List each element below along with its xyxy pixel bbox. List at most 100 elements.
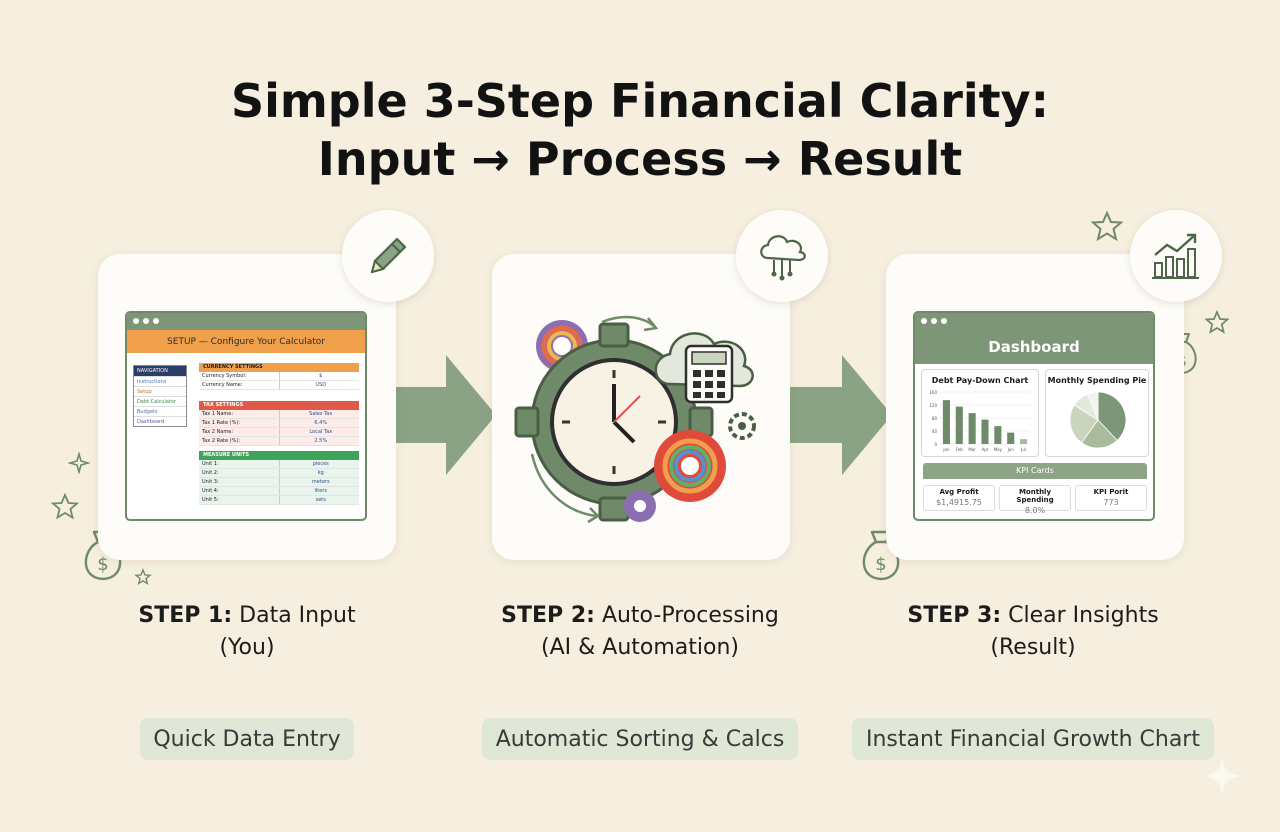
y-tick-label: 120 bbox=[929, 403, 937, 408]
row-value[interactable]: USD bbox=[278, 381, 360, 389]
kpi-value: 8.0% bbox=[1024, 506, 1046, 515]
step3-pill: Instant Financial Growth Chart bbox=[852, 718, 1214, 760]
kpi-label: KPI Porit bbox=[1093, 488, 1129, 496]
bar bbox=[981, 419, 989, 444]
kpi-label: Monthly Spending bbox=[1016, 488, 1054, 504]
setup-window: SETUP — Configure Your Calculator NAVIGA… bbox=[125, 311, 367, 521]
table-row: Tax 2 Rate (%): 2.5% bbox=[199, 437, 359, 446]
step2-label-sub: (AI & Automation) bbox=[541, 635, 739, 660]
row-label: Unit 2: bbox=[202, 470, 219, 476]
table-row: Unit 4: liters bbox=[199, 487, 359, 496]
x-tick-label: Jun bbox=[1007, 447, 1015, 452]
kpi-header: KPI Cards bbox=[923, 463, 1147, 479]
star-icon bbox=[1204, 310, 1230, 334]
row-value[interactable]: Sales Tax bbox=[278, 410, 360, 418]
step2-pill: Automatic Sorting & Calcs bbox=[482, 718, 798, 760]
x-tick-label: Apr bbox=[982, 447, 989, 452]
gear-icon bbox=[728, 412, 756, 440]
row-value[interactable]: 6.4% bbox=[278, 419, 360, 427]
step2-label: STEP 2: Auto-Processing (AI & Automation… bbox=[450, 600, 830, 664]
step1-badge bbox=[342, 210, 434, 302]
navigation-panel: NAVIGATION Instructions Setup Debt Calcu… bbox=[133, 365, 187, 427]
nav-item[interactable]: Setup bbox=[134, 386, 186, 396]
star-icon bbox=[50, 492, 80, 520]
step1-label-sub: (You) bbox=[219, 635, 275, 660]
kpi-card: Avg Profit $1,4915.75 bbox=[923, 485, 995, 511]
row-value[interactable]: 2.5% bbox=[278, 437, 360, 445]
row-label: Unit 4: bbox=[202, 488, 219, 494]
row-value[interactable]: sets bbox=[278, 496, 360, 504]
bar bbox=[1020, 439, 1028, 444]
bar bbox=[994, 426, 1002, 444]
star-icon bbox=[1090, 210, 1124, 242]
nav-item[interactable]: Debt Calculator bbox=[134, 396, 186, 406]
title-line-2: Input → Process → Result bbox=[317, 132, 963, 186]
tax-settings: TAX SETTINGS Tax 1 Name:Sales Tax Tax 1 … bbox=[199, 401, 359, 446]
section-header: TAX SETTINGS bbox=[199, 401, 359, 410]
pie-chart-title: Monthly Spending Pie bbox=[1047, 376, 1147, 385]
row-value[interactable]: Local Tax bbox=[278, 428, 360, 436]
currency-settings: CURRENCY SETTINGS Currency Symbol:$ Curr… bbox=[199, 363, 359, 390]
measure-units: MEASURE UNITS Unit 1:pieces Unit 2:kg Un… bbox=[199, 451, 359, 505]
pie-slice bbox=[1069, 404, 1099, 444]
bar bbox=[942, 400, 950, 444]
y-tick-label: 160 bbox=[929, 390, 937, 395]
pie-slice bbox=[1080, 419, 1118, 449]
pencil-icon bbox=[370, 237, 407, 274]
row-label: Unit 5: bbox=[202, 497, 219, 503]
step2-card bbox=[492, 254, 790, 560]
nav-item[interactable]: Dashboard bbox=[134, 416, 186, 426]
section-header: CURRENCY SETTINGS bbox=[199, 363, 359, 372]
title-line-1: Simple 3-Step Financial Clarity: bbox=[230, 74, 1050, 128]
arrow-right-icon bbox=[392, 355, 496, 475]
window-titlebar bbox=[127, 313, 365, 330]
page-title: Simple 3-Step Financial Clarity: Input →… bbox=[0, 72, 1280, 188]
x-tick-label: May bbox=[994, 447, 1003, 452]
table-row: Unit 3: meters bbox=[199, 478, 359, 487]
pie-slice bbox=[1097, 391, 1127, 441]
row-label: Unit 1: bbox=[202, 461, 219, 467]
table-row: Unit 2: kg bbox=[199, 469, 359, 478]
y-tick-label: 80 bbox=[932, 416, 938, 421]
x-tick-label: Feb bbox=[956, 447, 964, 452]
calculator-icon bbox=[684, 344, 734, 404]
row-label: Currency Name: bbox=[202, 382, 243, 388]
step3-label-sub: (Result) bbox=[990, 635, 1076, 660]
step1-label-text: Data Input bbox=[239, 603, 356, 628]
step1-pill: Quick Data Entry bbox=[140, 718, 354, 760]
nav-item[interactable]: Budgets bbox=[134, 406, 186, 416]
step3-label-text: Clear Insights bbox=[1008, 603, 1159, 628]
gear-icon bbox=[624, 490, 656, 522]
row-value[interactable]: pieces bbox=[278, 460, 360, 468]
step1-card: SETUP — Configure Your Calculator NAVIGA… bbox=[98, 254, 396, 560]
pie-slice bbox=[1087, 391, 1099, 421]
arrow-right-icon bbox=[788, 355, 892, 475]
step3-label: STEP 3: Clear Insights (Result) bbox=[843, 600, 1223, 664]
row-label: Tax 2 Rate (%): bbox=[202, 438, 241, 444]
setup-banner: SETUP — Configure Your Calculator bbox=[127, 330, 365, 353]
row-label: Unit 3: bbox=[202, 479, 219, 485]
row-value[interactable]: liters bbox=[278, 487, 360, 495]
sparkle-icon bbox=[68, 452, 90, 474]
row-value[interactable]: kg bbox=[278, 469, 360, 477]
svg-text:$: $ bbox=[875, 554, 886, 575]
sparkle-icon bbox=[1202, 756, 1242, 796]
y-tick-label: 0 bbox=[934, 442, 937, 447]
step2-label-text: Auto-Processing bbox=[601, 603, 779, 628]
row-value[interactable]: $ bbox=[278, 372, 360, 380]
table-row: Currency Name: USD bbox=[199, 381, 359, 390]
step3-label-bold: STEP 3: bbox=[907, 603, 1002, 628]
pie-chart-panel: Monthly Spending Pie bbox=[1045, 369, 1149, 457]
nav-item[interactable]: Instructions bbox=[134, 376, 186, 386]
y-tick-label: 40 bbox=[932, 429, 938, 434]
row-value[interactable]: meters bbox=[278, 478, 360, 486]
x-tick-label: Jul bbox=[1020, 447, 1026, 452]
step3-badge bbox=[1130, 210, 1222, 302]
table-row: Tax 1 Rate (%): 6.4% bbox=[199, 419, 359, 428]
table-row: Unit 5: sets bbox=[199, 496, 359, 505]
row-label: Tax 1 Rate (%): bbox=[202, 420, 241, 426]
kpi-card: Monthly Spending 8.0% bbox=[999, 485, 1071, 515]
bar bbox=[968, 413, 976, 444]
step2-badge bbox=[736, 210, 828, 302]
